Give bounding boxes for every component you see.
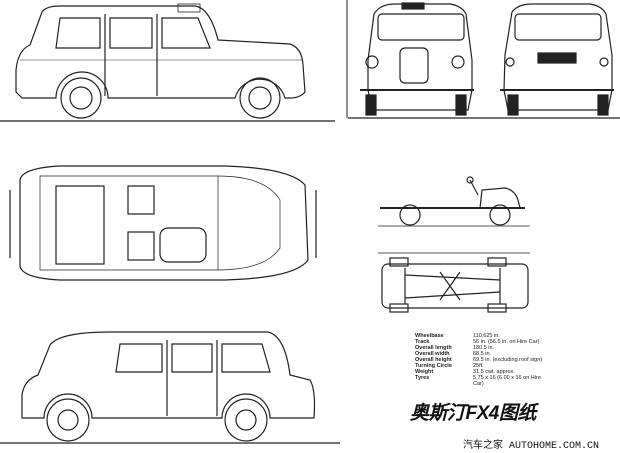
spec-row: Overall width 68.5 in. [415,351,543,357]
spec-label: Weight [415,369,434,375]
spec-label: Overall height [415,357,452,363]
spec-row: Turning Circle 25ft. [415,363,543,369]
spec-value: 31.5 cwt. approx. [473,369,515,375]
spec-value: 56 in. (56.5 in. on Hire Car) [473,339,540,345]
spec-value: 25ft. [473,363,484,369]
side-view-bottom [21,331,316,442]
spec-row: Overall height 69.5 in. (excluding roof s… [415,357,543,363]
front-view [360,2,474,116]
spec-value: 68.5 in. [473,351,492,357]
spec-label: Track [415,339,430,345]
spec-label: Wheelbase [415,333,444,339]
drawing-title: 奥斯汀FX4图纸 [410,403,536,424]
top-plan-view [9,165,317,281]
spec-value: 69.5 in. (excluding roof sign) [473,357,543,363]
chassis-top-view [381,257,529,313]
spec-row: Weight 31.5 cwt. approx. [415,369,543,375]
spec-row: Overall length 180.5 in. [415,345,543,351]
spec-label: Turning Circle [415,363,452,369]
spec-value: 5.75 x 16 (6.00 x 16 on Hire Car) [473,375,541,387]
spec-row: Tyres 5.75 x 16 (6.00 x 16 on Hire Car) [415,375,543,387]
spec-value: 110.625 in. [473,333,500,339]
specifications-table: Wheelbase 110.625 in. Track 56 in. (56.5 i… [415,333,543,387]
spec-label: Overall width [415,351,450,357]
chassis-side-view [380,176,525,226]
spec-label: Tyres [415,375,430,381]
spec-label: Overall length [415,345,452,351]
spec-value: 180.5 in. [473,345,495,351]
spec-row: Track 56 in. (56.5 in. on Hire Car) [415,339,543,345]
rear-view [500,3,614,116]
spec-row: Wheelbase 110.625 in. [415,333,543,339]
watermark: 汽车之家 AUTOHOME.COM.CN [463,441,600,452]
side-view-top [15,3,306,119]
